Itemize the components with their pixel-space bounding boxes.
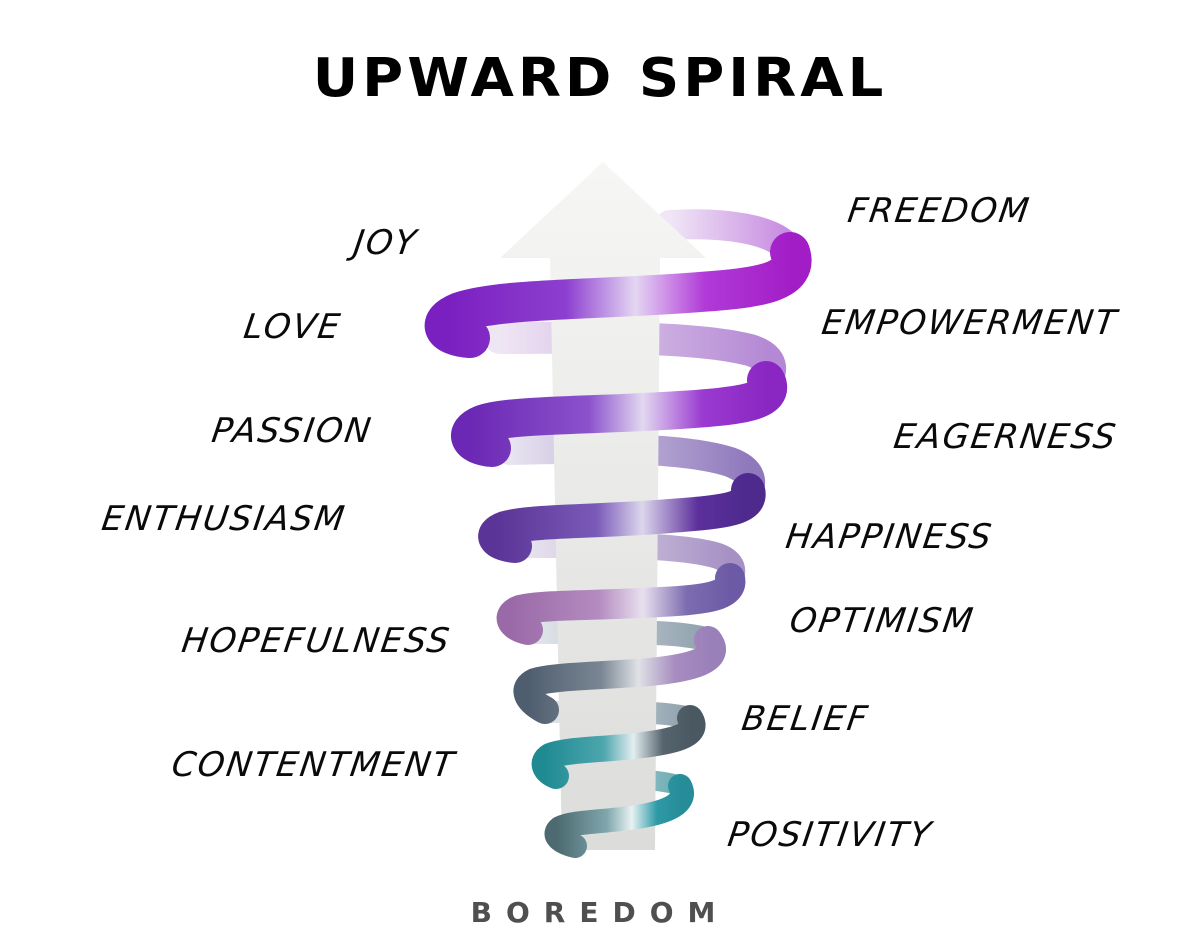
base-label-boredom: BOREDOM <box>470 896 730 929</box>
label-eagerness: EAGERNESS <box>891 417 1120 457</box>
label-passion: PASSION <box>209 411 376 451</box>
label-love: LOVE <box>241 307 345 347</box>
label-optimism: OPTIMISM <box>787 601 978 641</box>
label-freedom: FREEDOM <box>845 191 1034 231</box>
label-happiness: HAPPINESS <box>783 517 996 557</box>
spiral-front-bands <box>424 232 812 858</box>
label-empowerment: EMPOWERMENT <box>819 303 1121 343</box>
label-positivity: POSITIVITY <box>725 815 936 855</box>
label-joy: JOY <box>351 223 421 263</box>
label-contentment: CONTENTMENT <box>169 745 459 785</box>
label-hopefulness: HOPEFULNESS <box>179 621 454 661</box>
label-belief: BELIEF <box>739 699 872 739</box>
page-title: UPWARD SPIRAL <box>312 47 888 110</box>
label-enthusiasm: ENTHUSIASM <box>99 499 349 539</box>
